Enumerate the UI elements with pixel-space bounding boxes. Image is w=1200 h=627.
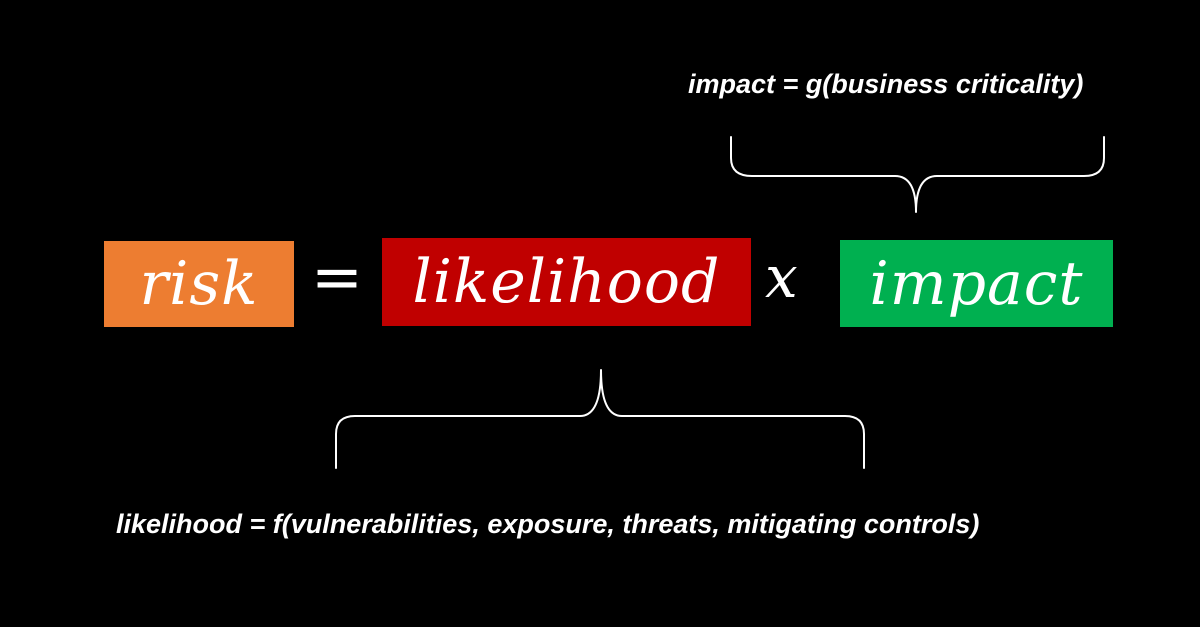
impact-term-box: impact xyxy=(840,240,1113,327)
times-operator: x xyxy=(765,243,798,311)
impact-formula: impact = g(business criticality) xyxy=(688,69,1084,99)
likelihood-term-label: likelihood xyxy=(412,247,721,317)
equals-operator: = xyxy=(311,240,363,313)
likelihood-term-box: likelihood xyxy=(382,238,751,326)
risk-term-box: risk xyxy=(104,241,294,327)
likelihood-formula: likelihood = f(vulnerabilities, exposure… xyxy=(116,509,980,539)
risk-term-label: risk xyxy=(139,249,259,319)
impact-term-label: impact xyxy=(869,248,1084,319)
